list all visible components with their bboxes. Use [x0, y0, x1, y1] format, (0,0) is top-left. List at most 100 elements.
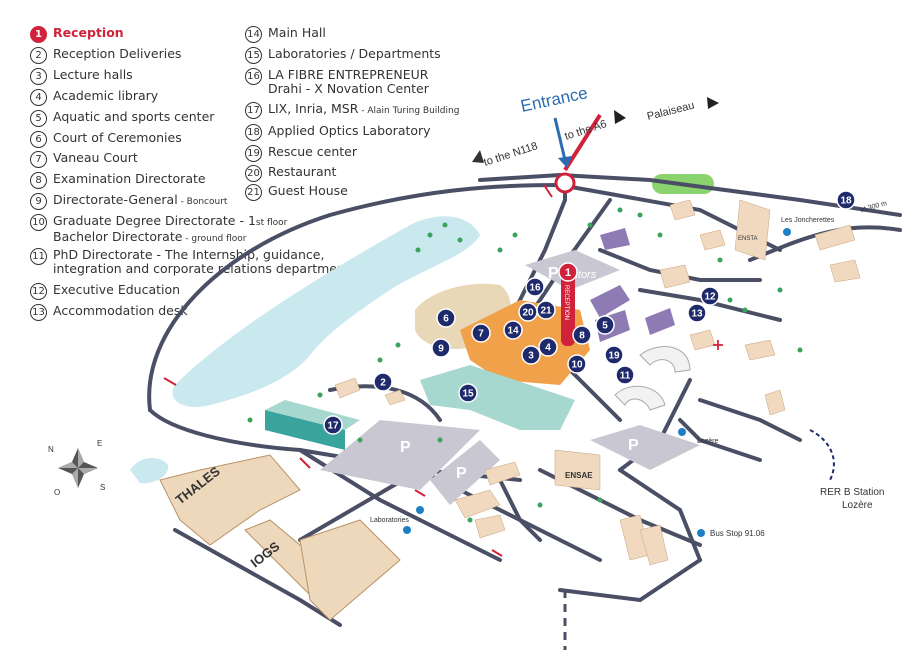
- building-markers: 2 34 5 6 7 8 9 10 11 12 13 14 15 16 17 18 19 20 21: [323, 190, 856, 435]
- ensae-label: ENSAE: [565, 471, 593, 480]
- marker-number: 15: [462, 389, 474, 400]
- legend-label: Directorate-General - Boncourt: [53, 192, 228, 208]
- labs-complex: [420, 365, 575, 430]
- entrance-arrowhead: [558, 156, 572, 168]
- marker-number: 10: [571, 360, 583, 371]
- marker-number: 20: [522, 308, 534, 319]
- marker-11[interactable]: 11: [615, 365, 635, 385]
- compass-rose-icon: [58, 448, 98, 488]
- compass-n: N: [48, 445, 54, 454]
- other-buildings: [334, 199, 861, 566]
- entrance-road: [563, 113, 602, 172]
- legend-number: 11: [30, 248, 47, 265]
- marker-20[interactable]: 20: [518, 302, 538, 322]
- legend-item-10: 10 Graduate Degree Directorate - 1st floo…: [30, 214, 287, 246]
- entrance-arrow: [553, 117, 567, 161]
- marker-number: 6: [443, 314, 449, 325]
- legend-label: Rescue center: [268, 144, 358, 159]
- marker-7[interactable]: 7: [471, 323, 491, 343]
- marker-19[interactable]: 19: [604, 345, 624, 365]
- legend-number: 5: [30, 110, 47, 127]
- legend-number: 17: [245, 102, 262, 119]
- marker-number: 9: [438, 344, 444, 355]
- parking-label-visitors: P: [548, 265, 559, 282]
- marker-2[interactable]: 2: [373, 372, 393, 392]
- main-hall-complex: [460, 300, 590, 385]
- legend-number: 19: [245, 145, 262, 162]
- to-a6-arrow: [614, 110, 626, 124]
- marker-13[interactable]: 13: [687, 303, 707, 323]
- legend-label: Court of Ceremonies: [53, 130, 182, 145]
- legend-label: LIX, Inria, MSR - Alain Turing Building: [268, 101, 460, 117]
- laboratories-label: Laboratories: [370, 517, 409, 524]
- marker-number: 5: [602, 321, 608, 332]
- parking-label-3: P: [628, 437, 639, 454]
- marker-3[interactable]: 3: [521, 345, 541, 365]
- reception-pin-head: [558, 262, 578, 282]
- legend-label: Guest House: [268, 183, 348, 198]
- marker-number: 7: [478, 329, 484, 340]
- parking-label-2: P: [456, 465, 467, 482]
- legend-number: 18: [245, 124, 262, 141]
- legend-label: Accommodation desk: [53, 303, 188, 318]
- curved-buildings: [614, 346, 691, 411]
- marker-6[interactable]: 6: [436, 308, 456, 328]
- legend-number: 2: [30, 47, 47, 64]
- marker-number: 8: [579, 331, 585, 342]
- marker-8[interactable]: 8: [572, 325, 592, 345]
- marker-number: 16: [529, 283, 541, 294]
- marker-16[interactable]: 16: [525, 277, 545, 297]
- roundabout: [554, 172, 576, 194]
- rer-path: [809, 429, 835, 481]
- marker-10[interactable]: 10: [567, 354, 587, 374]
- legend-item-11: 11 PhD Directorate - The Internship, guid…: [30, 248, 350, 276]
- legend-item-4: 4 Academic library: [30, 89, 158, 106]
- pond: [130, 458, 169, 484]
- les-joncherettes-label: Les Joncherettes: [781, 217, 835, 224]
- marker-number: 14: [507, 326, 519, 337]
- legend-label: Lecture halls: [53, 67, 133, 82]
- thales-iogs: [159, 454, 401, 621]
- legend-label: Aquatic and sports center: [53, 109, 215, 124]
- bus-stops: [403, 228, 791, 537]
- rer-label-2: Lozère: [842, 500, 873, 511]
- legend-number: 4: [30, 89, 47, 106]
- compass-e: E: [97, 439, 102, 448]
- gates: [163, 184, 553, 557]
- marker-9[interactable]: 9: [431, 338, 451, 358]
- legend-number: 10: [30, 214, 47, 231]
- marker-17[interactable]: 17: [323, 415, 343, 435]
- marker-14[interactable]: 14: [503, 320, 523, 340]
- to-n118-arrow: [472, 150, 484, 163]
- marker-number: 13: [691, 309, 703, 320]
- marker-4[interactable]: 4: [538, 337, 558, 357]
- bus-stop-label: Bus Stop 91.06: [710, 529, 765, 538]
- to-n118-label: to the N118: [482, 140, 539, 169]
- legend-number: 14: [245, 26, 262, 43]
- legend-number: 1: [30, 26, 47, 43]
- compass-o: O: [54, 488, 60, 497]
- marker-12[interactable]: 12: [700, 286, 720, 306]
- legend-label: Academic library: [53, 88, 159, 103]
- legend-item-13: 13 Accommodation desk: [30, 304, 188, 321]
- rer-label-1: RER B Station: [820, 487, 884, 498]
- legend-item-17: 17 LIX, Inria, MSR - Alain Turing Buildin…: [245, 102, 459, 119]
- marker-18[interactable]: 18: [836, 190, 856, 210]
- legend-number: 12: [30, 283, 47, 300]
- legend-number: 13: [30, 304, 47, 321]
- palaiseau-arrow: [707, 97, 719, 109]
- legend-label: PhD Directorate - The Internship, guidan…: [53, 247, 350, 276]
- marker-21[interactable]: 21: [536, 300, 556, 320]
- marker-5[interactable]: 5: [595, 315, 615, 335]
- marker-number: 21: [540, 306, 552, 317]
- marker-15[interactable]: 15: [458, 383, 478, 403]
- legend-number: 3: [30, 68, 47, 85]
